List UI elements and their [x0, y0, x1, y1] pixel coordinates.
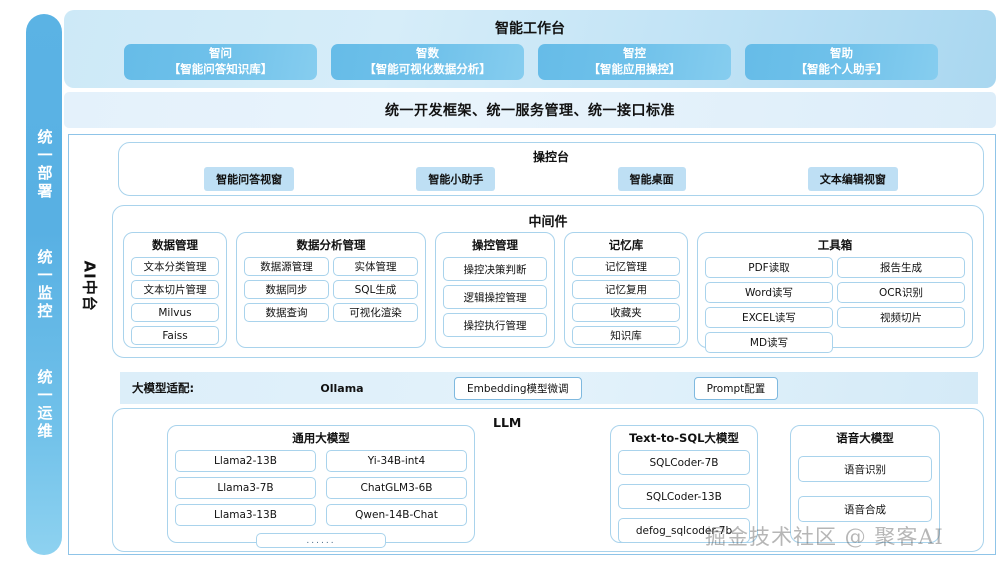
group-speech-llm: 语音大模型 语音识别 语音合成: [790, 425, 940, 543]
embedding-finetune-button[interactable]: Embedding模型微调: [454, 376, 582, 400]
cell-report-generation[interactable]: 报告生成: [837, 257, 965, 278]
ai-platform-label: AI中台: [80, 260, 99, 312]
framework-band: 统一开发框架、统一服务管理、统一接口标准: [64, 92, 996, 128]
cell-knowledge-base[interactable]: 知识库: [572, 326, 680, 345]
cell-visual-render[interactable]: 可视化渲染: [333, 303, 418, 322]
cell-milvus[interactable]: Milvus: [131, 303, 219, 322]
group-toolbox: 工具箱 PDF读取 报告生成 Word读写 OCR识别 EXCEL读写 视频切片…: [697, 232, 973, 353]
cell-memory-reuse[interactable]: 记忆复用: [572, 280, 680, 299]
middleware-group-row: 数据管理 文本分类管理 文本切片管理 Milvus Faiss 数据分析管理 数…: [123, 232, 973, 353]
cell-datasource-management[interactable]: 数据源管理: [244, 257, 329, 276]
group-memory-store: 记忆库 记忆管理 记忆复用 收藏夹 知识库: [564, 232, 688, 348]
llm-panel: LLM 通用大模型 Llama2-13B Yi-34B-int4 Llama3-…: [112, 408, 984, 552]
cell-llama2-13b[interactable]: Llama2-13B: [175, 450, 316, 472]
cell-control-execution[interactable]: 操控执行管理: [443, 313, 547, 337]
cell-favorites[interactable]: 收藏夹: [572, 303, 680, 322]
workbench-card-zhizhu-sub: 【智能个人助手】: [795, 62, 888, 76]
group-memory-store-title: 记忆库: [608, 238, 644, 252]
group-control-management-cells: 操控决策判断 逻辑操控管理 操控执行管理: [443, 257, 547, 341]
cell-speech-synthesis[interactable]: 语音合成: [798, 496, 932, 522]
cell-sqlcoder-13b[interactable]: SQLCoder-13B: [618, 484, 750, 509]
group-speech-llm-title: 语音大模型: [836, 431, 894, 445]
model-adaptation-band: 大模型适配: Ollama Embedding模型微调 Prompt配置: [120, 372, 978, 404]
console-chip-qa-window[interactable]: 智能问答视窗: [204, 167, 295, 191]
workbench-card-zhikong-name: 智控: [623, 46, 646, 61]
workbench-card-zhishu-sub: 【智能可视化数据分析】: [364, 62, 491, 76]
cell-md-rw[interactable]: MD读写: [705, 332, 833, 353]
model-adaptation-label: 大模型适配:: [132, 381, 195, 395]
workbench-card-zhikong-sub: 【智能应用操控】: [588, 62, 681, 76]
console-chip-row: 智能问答视窗 智能小助手 智能桌面 文本编辑视窗: [143, 167, 959, 191]
cell-memory-management[interactable]: 记忆管理: [572, 257, 680, 276]
console-chip-text-editor[interactable]: 文本编辑视窗: [807, 167, 898, 191]
console-panel: 操控台 智能问答视窗 智能小助手 智能桌面 文本编辑视窗: [118, 142, 984, 196]
sidebar-item-deploy: 统一部署: [35, 128, 54, 201]
group-data-analysis-cells: 数据源管理 实体管理 数据同步 SQL生成 数据查询 可视化渲染: [244, 257, 418, 341]
sidebar-item-ops: 统一运维: [35, 368, 54, 441]
group-data-management-title: 数据管理: [152, 238, 198, 252]
cell-excel-rw[interactable]: EXCEL读写: [705, 307, 833, 328]
workbench-card-zhizhu-name: 智助: [830, 46, 853, 61]
workbench-card-zhizhu[interactable]: 智助 【智能个人助手】: [745, 44, 938, 80]
cell-speech-recognition[interactable]: 语音识别: [798, 456, 932, 482]
workbench-card-row: 智问 【智能问答知识库】 智数 【智能可视化数据分析】 智控 【智能应用操控】 …: [124, 44, 938, 80]
group-memory-store-cells: 记忆管理 记忆复用 收藏夹 知识库: [572, 257, 680, 345]
model-runtime-ollama: Ollama: [320, 381, 364, 395]
cell-text-chunking[interactable]: 文本切片管理: [131, 280, 219, 299]
llm-group-row: 通用大模型 Llama2-13B Yi-34B-int4 Llama3-7B C…: [125, 425, 971, 548]
cell-word-rw[interactable]: Word读写: [705, 282, 833, 303]
cell-logic-control[interactable]: 逻辑操控管理: [443, 285, 547, 309]
workbench-card-zhikong[interactable]: 智控 【智能应用操控】: [538, 44, 731, 80]
group-text-to-sql-llm-title: Text-to-SQL大模型: [629, 431, 739, 445]
cell-defog-sqlcoder-7b[interactable]: defog_sqlcoder-7b: [618, 518, 750, 543]
cell-entity-management[interactable]: 实体管理: [333, 257, 418, 276]
group-general-llm-title: 通用大模型: [292, 431, 350, 445]
group-general-llm-cells: Llama2-13B Yi-34B-int4 Llama3-7B ChatGLM…: [175, 450, 467, 548]
group-text-to-sql-llm: Text-to-SQL大模型 SQLCoder-7B SQLCoder-13B …: [610, 425, 758, 543]
workbench-card-zhishu[interactable]: 智数 【智能可视化数据分析】: [331, 44, 524, 80]
cell-chatglm3-6b[interactable]: ChatGLM3-6B: [326, 477, 467, 499]
console-chip-assistant[interactable]: 智能小助手: [416, 167, 496, 191]
cell-more-models: ......: [256, 533, 386, 548]
sidebar: 统一部署 统一监控 统一运维: [26, 14, 62, 555]
cell-yi-34b-int4[interactable]: Yi-34B-int4: [326, 450, 467, 472]
group-control-management-title: 操控管理: [472, 238, 518, 252]
cell-pdf-read[interactable]: PDF读取: [705, 257, 833, 278]
cell-faiss[interactable]: Faiss: [131, 326, 219, 345]
prompt-config-button[interactable]: Prompt配置: [693, 376, 779, 400]
workbench-band: 智能工作台 智问 【智能问答知识库】 智数 【智能可视化数据分析】 智控 【智能…: [64, 10, 996, 88]
workbench-card-zhiwen[interactable]: 智问 【智能问答知识库】: [124, 44, 317, 80]
cell-llama3-7b[interactable]: Llama3-7B: [175, 477, 316, 499]
console-chip-desktop[interactable]: 智能桌面: [617, 167, 686, 191]
group-toolbox-title: 工具箱: [817, 238, 853, 252]
cell-sql-generation[interactable]: SQL生成: [333, 280, 418, 299]
cell-ocr[interactable]: OCR识别: [837, 282, 965, 303]
group-text-to-sql-llm-cells: SQLCoder-7B SQLCoder-13B defog_sqlcoder-…: [618, 450, 750, 543]
workbench-card-zhishu-name: 智数: [416, 46, 439, 61]
cell-llama3-13b[interactable]: Llama3-13B: [175, 504, 316, 526]
workbench-card-zhiwen-name: 智问: [209, 46, 232, 61]
group-data-management-cells: 文本分类管理 文本切片管理 Milvus Faiss: [131, 257, 219, 345]
console-title: 操控台: [532, 150, 569, 164]
cell-text-classification[interactable]: 文本分类管理: [131, 257, 219, 276]
cell-data-sync[interactable]: 数据同步: [244, 280, 329, 299]
cell-control-decision[interactable]: 操控决策判断: [443, 257, 547, 281]
group-speech-llm-cells: 语音识别 语音合成: [798, 450, 932, 536]
group-control-management: 操控管理 操控决策判断 逻辑操控管理 操控执行管理: [435, 232, 555, 348]
workbench-title: 智能工作台: [495, 21, 565, 37]
sidebar-item-monitor: 统一监控: [35, 248, 54, 321]
middleware-panel: 中间件 数据管理 文本分类管理 文本切片管理 Milvus Faiss 数据分析…: [112, 205, 984, 358]
group-data-management: 数据管理 文本分类管理 文本切片管理 Milvus Faiss: [123, 232, 227, 348]
group-toolbox-cells: PDF读取 报告生成 Word读写 OCR识别 EXCEL读写 视频切片 MD读…: [705, 257, 965, 353]
llm-title: LLM: [493, 415, 522, 430]
cell-qwen-14b-chat[interactable]: Qwen-14B-Chat: [326, 504, 467, 526]
cell-data-query[interactable]: 数据查询: [244, 303, 329, 322]
group-general-llm: 通用大模型 Llama2-13B Yi-34B-int4 Llama3-7B C…: [167, 425, 475, 548]
workbench-card-zhiwen-sub: 【智能问答知识库】: [168, 62, 273, 76]
group-data-analysis: 数据分析管理 数据源管理 实体管理 数据同步 SQL生成 数据查询 可视化渲染: [236, 232, 426, 348]
middleware-title: 中间件: [528, 215, 568, 230]
cell-video-clip[interactable]: 视频切片: [837, 307, 965, 328]
cell-sqlcoder-7b[interactable]: SQLCoder-7B: [618, 450, 750, 475]
group-data-analysis-title: 数据分析管理: [296, 238, 366, 252]
